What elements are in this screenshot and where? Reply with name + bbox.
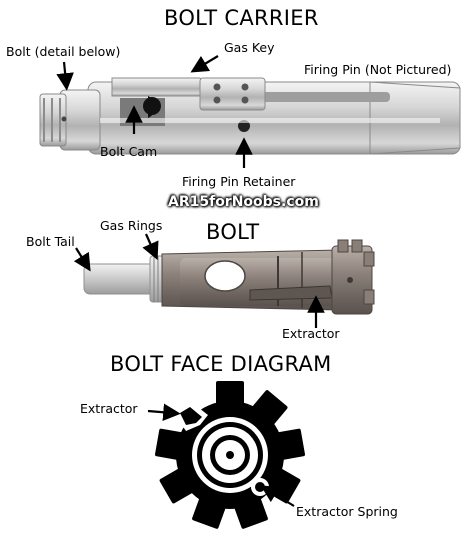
arrow-gas-key [190,55,219,73]
bolt-carrier-image [39,77,461,155]
label-bolt-detail: Bolt (detail below) [6,44,121,59]
label-bolt-cam: Bolt Cam [100,144,158,159]
bolt-face-diagram [155,381,305,529]
bolt-face-title: BOLT FACE DIAGRAM [110,352,332,376]
arrow-extractor-face [147,403,181,422]
label-bolt-tail: Bolt Tail [26,234,75,249]
site-watermark: AR15forNoobs.com [168,194,319,210]
arrow-extractor-spring [260,485,295,507]
label-firing-pin: Firing Pin (Not Pictured) [304,62,452,77]
label-gas-rings: Gas Rings [100,218,163,233]
arrow-gas-rings [142,233,159,261]
annotation-arrows [56,55,325,507]
bolt-title: BOLT [206,220,260,244]
arrow-bolt-tail [73,247,91,272]
label-extractor-bolt: Extractor [282,326,340,341]
bolt-image [83,239,375,315]
label-firing-pin-retainer: Firing Pin Retainer [182,174,296,189]
arrow-bolt-detail [56,61,74,91]
label-gas-key: Gas Key [224,40,275,55]
label-extractor-spring: Extractor Spring [296,504,398,519]
label-extractor-face: Extractor [80,401,138,416]
bolt-carrier-title: BOLT CARRIER [164,6,319,30]
